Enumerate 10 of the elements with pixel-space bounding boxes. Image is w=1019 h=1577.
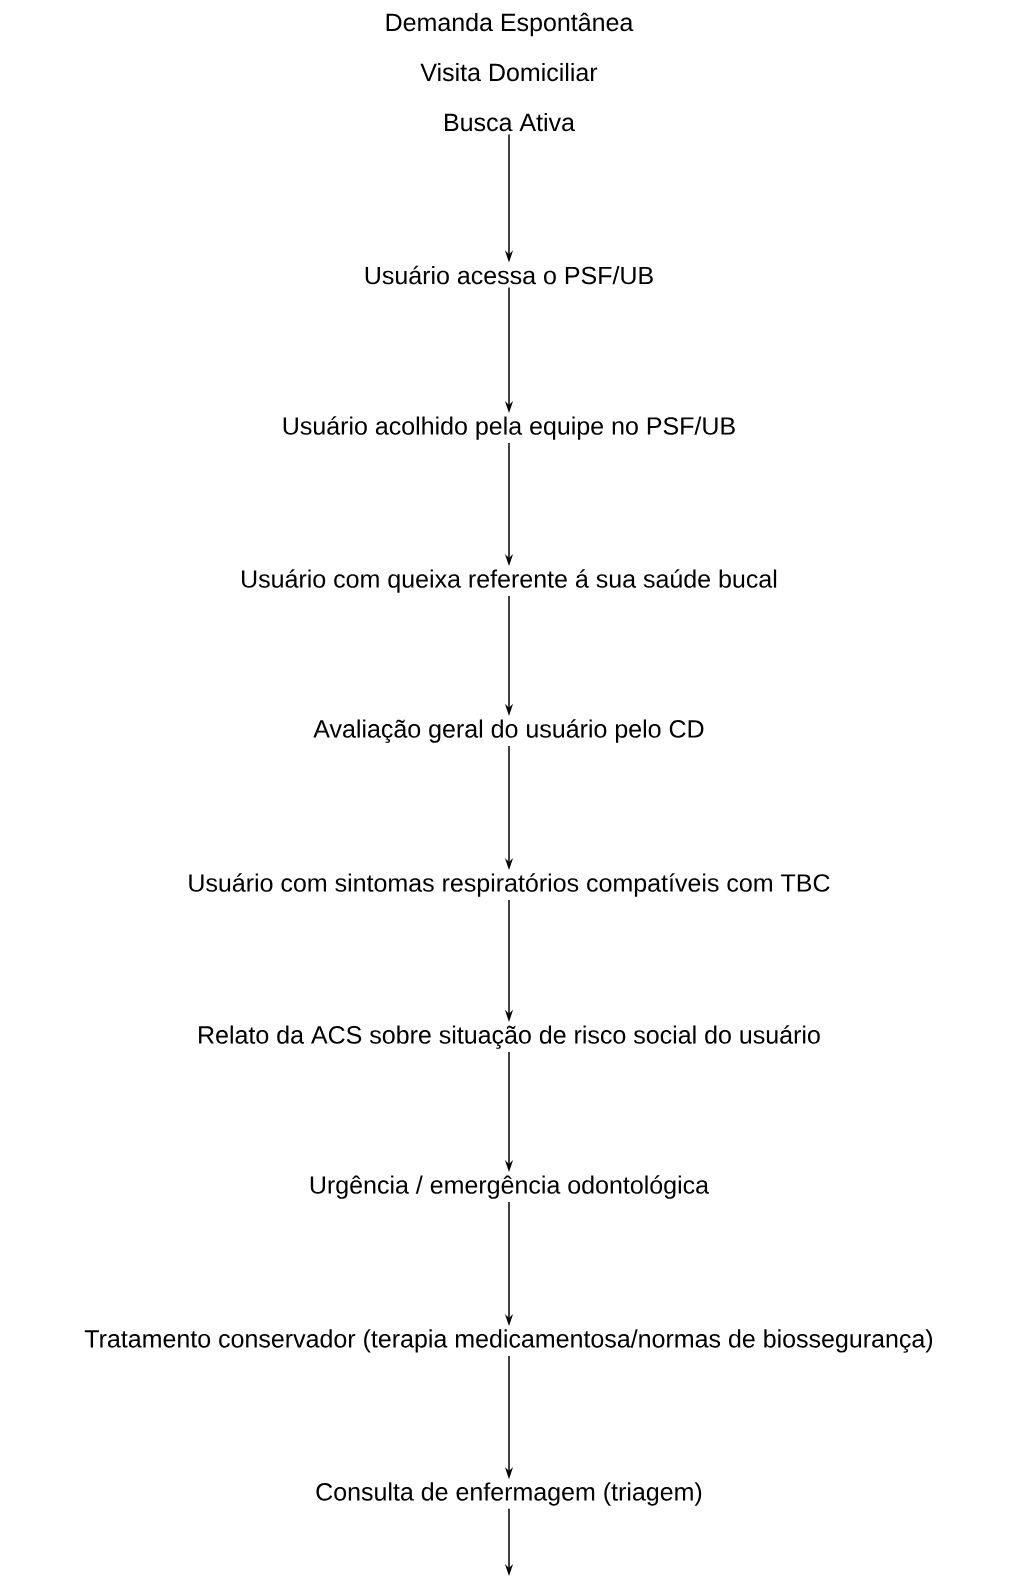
step-text: Usuário com queixa referente á sua saúde bucal — [242, 569, 777, 593]
step-text: Usuário acessa o PSF/UB — [365, 265, 653, 285]
step-text: Urgência / emergência odontológica — [310, 1175, 710, 1199]
step-text: Tratamento conservador (terapia medicamentosa/normas de biossegurança) — [84, 1329, 933, 1353]
step-text: Consulta de enfermagem (triagem) — [316, 1482, 702, 1506]
step-text: Avaliação geral do usuário pelo CD — [313, 719, 704, 743]
step-text: Usuário com sintomas respiratórios compatíveis com TBC — [189, 873, 830, 897]
step-text: Relato da ACS sobre situação de risco social do usuário — [199, 1025, 820, 1049]
step-text: Demanda Espontânea Visita Domiciliar Busca Ativa — [386, 12, 634, 132]
step-text: Usuário acolhido pela equipe no PSF/UB — [283, 416, 735, 440]
